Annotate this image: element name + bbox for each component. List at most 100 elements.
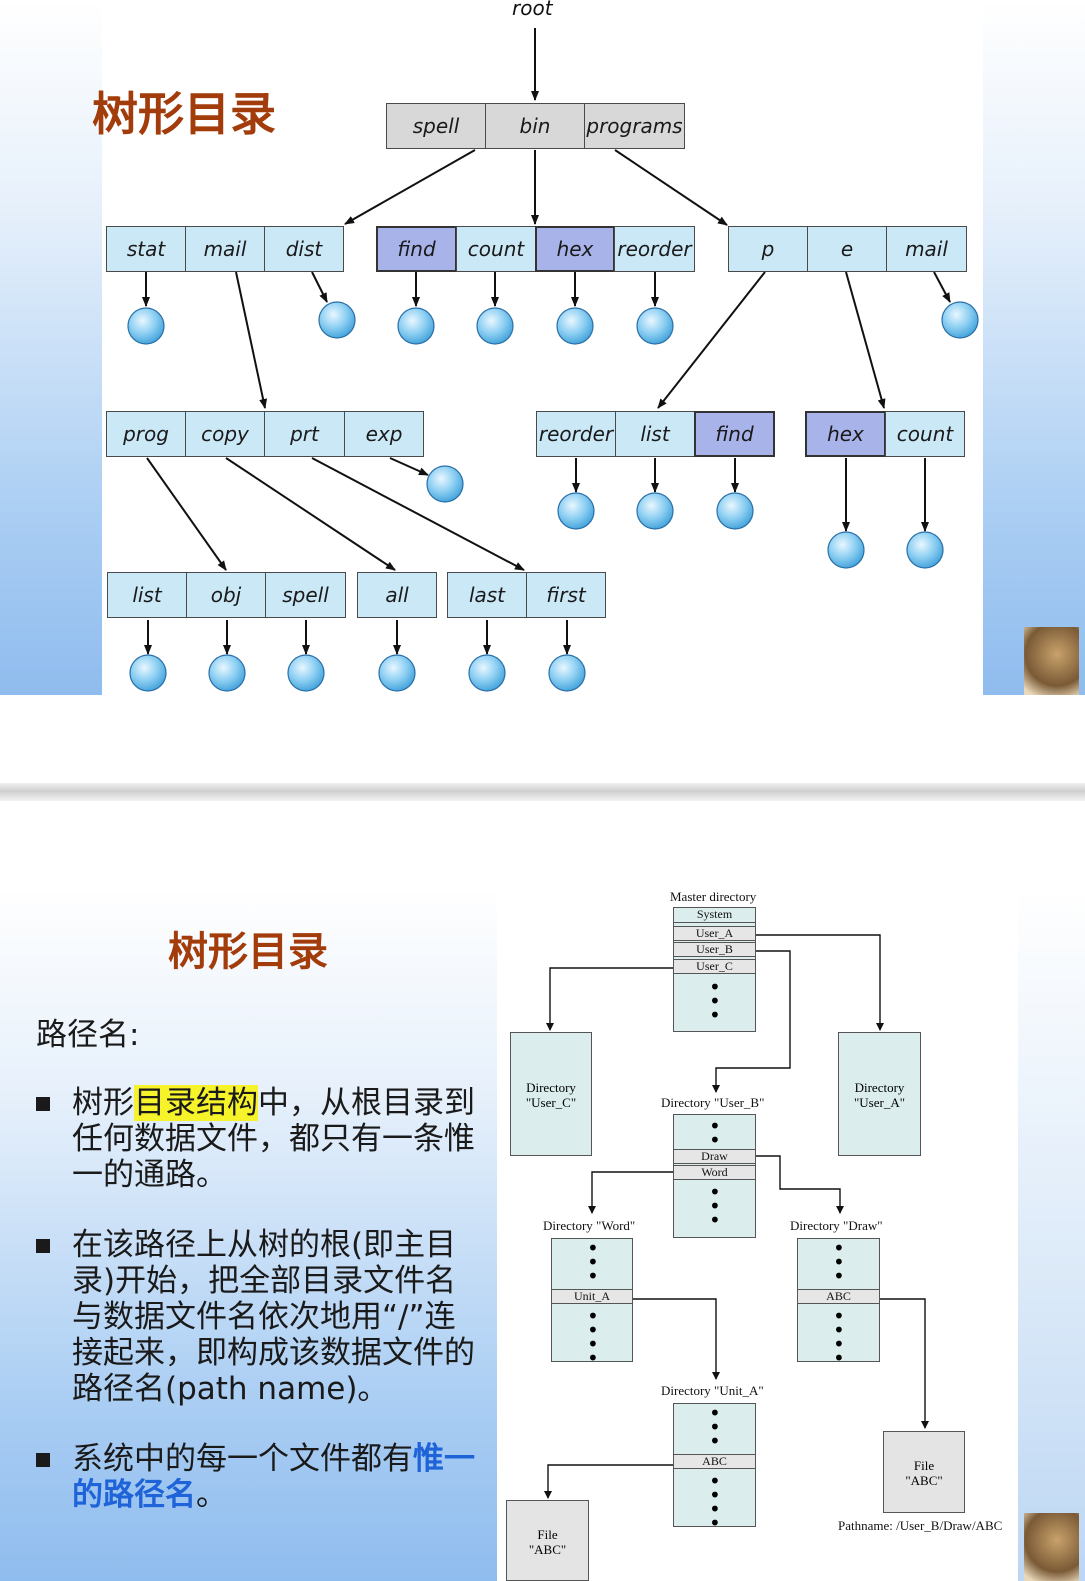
tree-connectors <box>127 28 979 692</box>
dir-entry-dist: dist <box>264 226 344 272</box>
directory-draw-label: Directory "Draw" <box>790 1218 883 1233</box>
bullet1-text-a: 树形 <box>72 1085 134 1121</box>
master-row-user-a: User_A <box>674 926 755 941</box>
file-node <box>548 654 586 692</box>
file-node <box>827 531 865 569</box>
bullet-marker <box>36 1239 50 1253</box>
dir-entry-programs: programs <box>584 103 685 149</box>
dir-entry-copy: copy <box>185 411 265 457</box>
directory-user-b-label: Directory "User_B" <box>661 1095 765 1110</box>
dir-entry-stat: stat <box>106 226 186 272</box>
dir-entry-exp: exp <box>344 411 424 457</box>
directory-user-c-label: Directory "User_C" <box>525 1080 577 1110</box>
directory-user-a-box: Directory "User_A" <box>838 1032 921 1156</box>
directory-draw-box: ••• ABC •••• <box>797 1236 880 1370</box>
bullet-marker <box>36 1453 50 1467</box>
file-abc-box-left: File "ABC" <box>506 1500 589 1581</box>
file-node <box>941 301 979 339</box>
unit-a-row-abc: ABC <box>674 1454 755 1469</box>
directory-user-b-box: •• Draw Word ••• <box>673 1114 756 1238</box>
directory-word-box: ••• Unit_A •••• <box>551 1238 633 1370</box>
master-directory-label: Master directory <box>670 889 757 904</box>
file-node <box>397 307 435 345</box>
bullet3-emphasis: 惟一的路径名 <box>72 1441 475 1513</box>
root-label: root <box>512 0 553 20</box>
dir-entry-find-2: find <box>694 411 775 457</box>
directory-unit-a-label: Directory "Unit_A" <box>661 1383 764 1398</box>
master-row-system: System <box>674 908 755 923</box>
bullet3-text-c: 。 <box>196 1477 227 1513</box>
pathname-caption: Pathname: /User_B/Draw/ABC <box>838 1518 1003 1533</box>
directory-unit-a-box: ••• ABC •••• <box>673 1401 756 1535</box>
slide2-title: 树形目录 <box>168 929 328 975</box>
directory-word-label: Directory "Word" <box>543 1218 636 1233</box>
ellipsis-dots: •••• <box>833 1304 845 1370</box>
file-node <box>556 307 594 345</box>
file-node <box>129 654 167 692</box>
user-b-row-word: Word <box>674 1165 755 1180</box>
file-node <box>557 492 595 530</box>
dir-entry-reorder-2: reorder <box>536 411 616 457</box>
user-b-row-draw: Draw <box>674 1149 755 1164</box>
right-blank-strip <box>1018 888 1085 1581</box>
bullet-item: 在该路径上从树的根(即主目录)开始，把全部目录文件名与数据文件名依次地用“/”连… <box>36 1227 476 1407</box>
file-node <box>426 465 464 503</box>
bullet1-text-c: 中，从根目录到任何数据文件，都只有一条惟一的通路。 <box>72 1085 475 1193</box>
right-gradient-bar <box>983 0 1085 695</box>
ellipsis-dots: ••• <box>709 1401 721 1453</box>
text-panel-gradient <box>0 888 497 1581</box>
dir-entry-obj: obj <box>186 572 266 618</box>
file-node <box>287 654 325 692</box>
directory-user-c-box: Directory "User_C" <box>510 1032 592 1156</box>
dir-entry-reorder: reorder <box>614 226 695 272</box>
file-node <box>318 301 356 339</box>
dir-entry-hex-2: hex <box>805 411 886 457</box>
dir-entry-count: count <box>456 226 536 272</box>
ellipsis-dots: ••• <box>709 1180 721 1232</box>
directory-user-a-label: Directory "User_A" <box>853 1080 906 1110</box>
file-node <box>208 654 246 692</box>
bullet2-text: 在该路径上从树的根(即主目录)开始，把全部目录文件名与数据文件名依次地用“/”连… <box>72 1227 475 1407</box>
master-row-user-c: User_C <box>674 959 755 974</box>
file-node <box>716 492 754 530</box>
file-abc-label-left: File "ABC" <box>528 1527 567 1557</box>
file-node <box>378 654 416 692</box>
file-node <box>127 307 165 345</box>
file-node <box>636 492 674 530</box>
subtitle: 路径名: <box>36 1017 140 1053</box>
file-node <box>636 307 674 345</box>
bullet1-highlight: 目录结构 <box>134 1085 258 1121</box>
corner-picture-2 <box>1024 1513 1079 1581</box>
file-abc-label-right: File "ABC" <box>905 1458 943 1488</box>
bullet-list: 树形目录结构中，从根目录到任何数据文件，都只有一条惟一的通路。 在该路径上从树的… <box>36 1085 476 1547</box>
bullet-item: 系统中的每一个文件都有惟一的路径名。 <box>36 1441 476 1513</box>
master-directory-box: System User_A User_B User_C ••• <box>673 907 756 1032</box>
bullet3-text-a: 系统中的每一个文件都有 <box>72 1441 413 1477</box>
dir-entry-list: list <box>107 572 187 618</box>
slide-2: 树形目录 路径名: <box>0 801 1085 1581</box>
dir-entry-bin: bin <box>485 103 585 149</box>
dir-entry-e: e <box>807 226 887 272</box>
ellipsis-dots: ••• <box>833 1236 845 1288</box>
file-node <box>906 531 944 569</box>
ellipsis-dots: •••• <box>709 1469 721 1535</box>
master-row-user-b: User_B <box>674 942 755 957</box>
ellipsis-dots: •••• <box>587 1304 599 1370</box>
file-abc-box-right: File "ABC" <box>883 1431 965 1513</box>
file-node <box>476 307 514 345</box>
draw-row-abc: ABC <box>798 1289 879 1304</box>
word-row-unit-a: Unit_A <box>552 1289 632 1304</box>
dir-entry-p: p <box>728 226 808 272</box>
left-gradient-bar <box>0 0 102 695</box>
slide1-title: 树形目录 <box>92 87 276 141</box>
bullet-item: 树形目录结构中，从根目录到任何数据文件，都只有一条惟一的通路。 <box>36 1085 476 1193</box>
dir-entry-hex: hex <box>535 226 615 272</box>
file-node <box>468 654 506 692</box>
ellipsis-dots: •• <box>709 1114 721 1152</box>
corner-picture <box>1024 627 1079 695</box>
dir-entry-all: all <box>357 572 437 618</box>
dir-entry-mail-2: mail <box>886 226 967 272</box>
slide-divider <box>0 783 1085 801</box>
slide-1: 树形目录 <box>0 0 1085 783</box>
